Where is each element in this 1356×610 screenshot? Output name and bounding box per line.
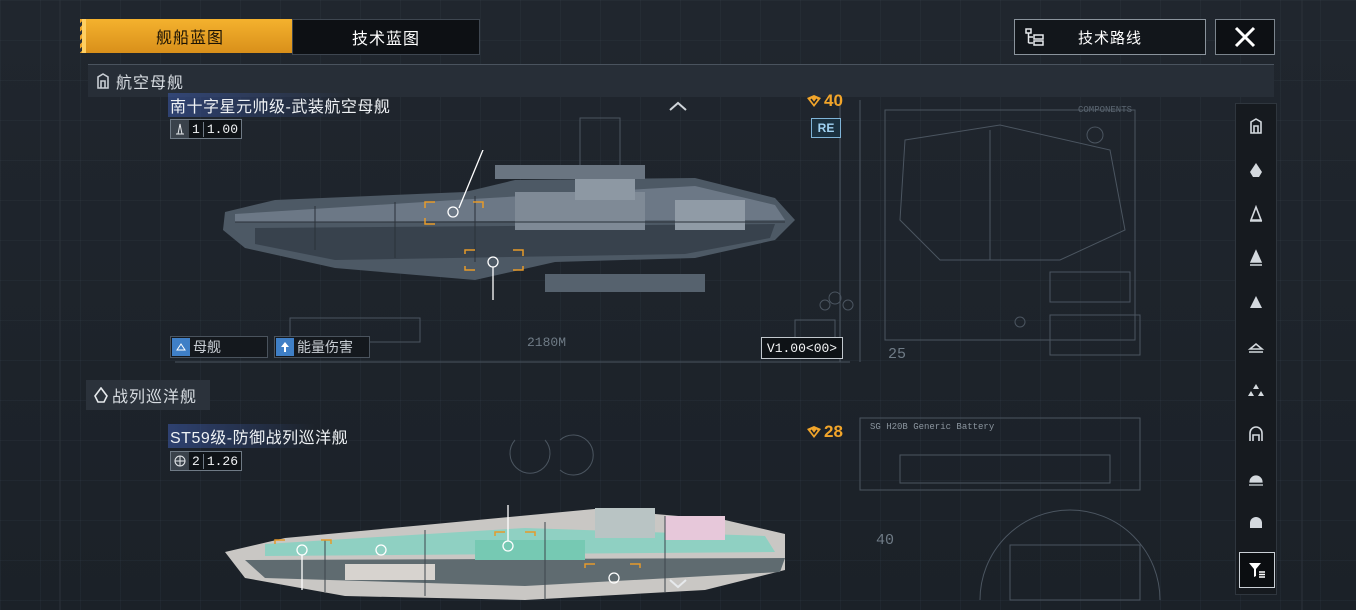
ship-cost-value: 40 — [824, 91, 843, 110]
ship-version: V1.00<00> — [761, 337, 843, 359]
ship-cost: 28 — [806, 422, 843, 442]
ship-count: 1 — [189, 121, 204, 137]
filter-frigate[interactable] — [1236, 282, 1276, 322]
cost-icon — [807, 426, 821, 438]
aircraft-class-icon — [1248, 384, 1264, 396]
carrier-class-icon — [97, 73, 109, 89]
tab-tech-blueprint[interactable]: 技术蓝图 — [292, 19, 480, 55]
section-header-battlecruiser: 战列巡洋舰 — [86, 380, 210, 410]
section-title-battlecruiser: 战列巡洋舰 — [112, 389, 198, 406]
ship-badge: RE — [811, 118, 841, 138]
tech-route-label: 技术路线 — [1077, 29, 1142, 47]
ship-cost-value: 28 — [824, 422, 843, 441]
carrier-tag-icon — [172, 338, 190, 356]
tech-route-button[interactable]: 技术路线 — [1014, 19, 1206, 55]
frigate-class-icon — [1250, 296, 1262, 308]
ship-tag: 母舰 — [170, 336, 268, 358]
section-header-carrier: 航空母舰 — [88, 64, 1274, 97]
ship-cost: 40 — [806, 91, 843, 111]
carrier-class-icon — [1250, 118, 1262, 134]
ship-count-box: 2 1.26 — [170, 451, 243, 471]
ship-tag-label: 能量伤害 — [297, 339, 353, 355]
filter-auxiliary[interactable] — [1236, 458, 1276, 498]
battlecruiser-class-icon — [94, 387, 108, 403]
ship-value: 1.00 — [206, 121, 239, 137]
tab-tech-blueprint-label: 技术蓝图 — [351, 31, 420, 48]
cruiser-class-icon — [1249, 205, 1263, 222]
ship-tag: 能量伤害 — [274, 336, 370, 358]
filter-support[interactable] — [1236, 502, 1276, 542]
blueprint-number: 40 — [876, 532, 895, 549]
battlecruiser-ship-render — [225, 505, 785, 600]
tab-ship-blueprint-label: 舰船蓝图 — [155, 30, 224, 47]
close-button[interactable] — [1215, 19, 1275, 55]
filter-carrier[interactable] — [1236, 106, 1276, 146]
section-title-carrier: 航空母舰 — [116, 75, 185, 92]
carrier-ship-render — [223, 150, 795, 300]
ship-name: 南十字星元帅级-武装航空母舰 — [168, 93, 395, 117]
filter-battlecruiser[interactable] — [1236, 150, 1276, 190]
ship-count-box: 1 1.00 — [170, 119, 243, 139]
globe-icon — [171, 452, 189, 470]
filter-destroyer[interactable] — [1236, 238, 1276, 278]
tab-ship-blueprint[interactable]: 舰船蓝图 — [82, 19, 294, 53]
ship-class-filter-rail — [1235, 103, 1277, 595]
chevron-up-icon[interactable] — [668, 100, 688, 114]
auxiliary-class-icon — [1249, 475, 1263, 486]
close-icon — [1234, 26, 1256, 48]
blueprint-number: 25 — [888, 346, 907, 363]
ship-length-label: 2180M — [527, 335, 567, 350]
energy-damage-icon — [276, 338, 294, 356]
battlecruiser-class-icon — [1250, 163, 1262, 177]
ship-value: 1.26 — [206, 453, 239, 469]
filter-icon — [1249, 563, 1265, 578]
corvette-class-icon — [1247, 342, 1265, 353]
ship-name: ST59级-防御战列巡洋舰 — [168, 424, 353, 448]
blueprint-note: SG H20B Generic Battery — [870, 422, 995, 432]
filter-aircraft[interactable] — [1236, 370, 1276, 410]
filter-station[interactable] — [1236, 414, 1276, 454]
filter-button[interactable] — [1239, 552, 1275, 588]
filter-corvette[interactable] — [1236, 326, 1276, 366]
blueprint-note: COMPONENTS — [1078, 105, 1133, 115]
carrier-class-icon — [171, 120, 189, 138]
ship-count: 2 — [189, 453, 204, 469]
ship-tag-label: 母舰 — [193, 339, 221, 355]
destroyer-class-icon — [1249, 249, 1263, 266]
top-bar: 舰船蓝图 技术蓝图 技术路线 — [80, 19, 1275, 55]
support-class-icon — [1250, 517, 1262, 528]
chevron-down-icon[interactable] — [668, 577, 688, 591]
cost-icon — [807, 95, 821, 107]
filter-cruiser[interactable] — [1236, 194, 1276, 234]
tech-route-icon — [1025, 28, 1044, 46]
station-class-icon — [1249, 426, 1263, 441]
